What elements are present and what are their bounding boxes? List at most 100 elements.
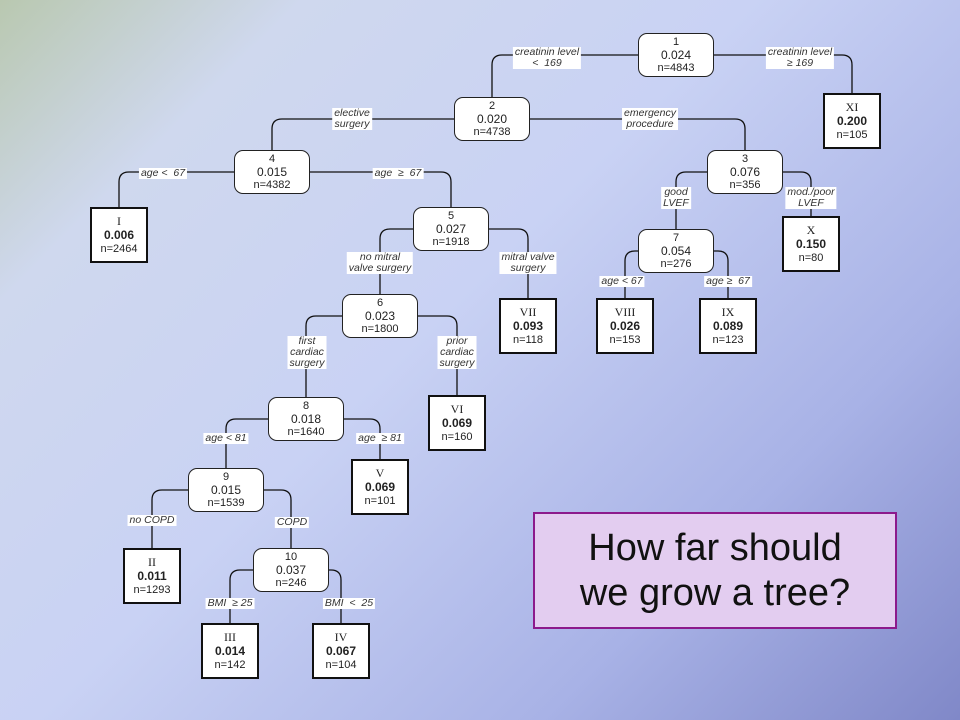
tree-node-3: 3 0.076 n=356 [707, 150, 783, 194]
leaf-count: n=2464 [100, 243, 138, 255]
tree-edge [783, 171, 812, 216]
leaf-count: n=1293 [133, 584, 171, 596]
tree-node-9: 9 0.015 n=1539 [188, 468, 264, 512]
node-count: n=1640 [287, 425, 325, 438]
tree-edge [118, 171, 234, 207]
leaf-roman: VI [450, 402, 464, 416]
tree-node-7: 7 0.054 n=276 [638, 229, 714, 273]
tree-node-2: 2 0.020 n=4738 [454, 97, 530, 141]
leaf-count: n=118 [512, 334, 544, 346]
node-id: 3 [741, 152, 749, 165]
node-id: 1 [672, 35, 680, 48]
leaf-count: n=105 [836, 129, 868, 141]
leaf-roman: III [224, 630, 236, 644]
node-value: 0.076 [729, 164, 761, 179]
node-id: 10 [284, 550, 298, 563]
tree-node-4: 4 0.015 n=4382 [234, 150, 310, 194]
tree-edge [489, 228, 529, 298]
leaf-III: III 0.014 n=142 [201, 623, 259, 679]
split-label-poor-lvef: mod./poor LVEF [785, 186, 837, 209]
node-value: 0.020 [476, 111, 508, 126]
tree-edge [305, 315, 342, 397]
leaf-roman: I [117, 214, 121, 228]
node-count: n=356 [729, 178, 761, 191]
node-count: n=276 [660, 257, 692, 270]
tree-edge [344, 418, 381, 459]
tree-node-1: 1 0.024 n=4843 [638, 33, 714, 77]
node-count: n=4382 [253, 178, 291, 191]
leaf-roman: VII [519, 305, 537, 319]
tree-edge [229, 569, 253, 623]
tree-edge [310, 171, 452, 207]
tree-node-5: 5 0.027 n=1918 [413, 207, 489, 251]
node-value: 0.054 [660, 243, 692, 258]
leaf-roman: IV [334, 630, 348, 644]
node-id: 9 [222, 470, 230, 483]
leaf-value: 0.089 [712, 319, 744, 333]
split-label-copd: COPD [274, 516, 310, 528]
node-id: 7 [672, 231, 680, 244]
tree-edge [491, 54, 638, 97]
tree-edge [530, 118, 746, 150]
tree-edge [418, 315, 458, 395]
node-id: 4 [268, 152, 276, 165]
split-label-age-over-67-b: age ≥ 67 [704, 275, 752, 287]
leaf-value: 0.150 [795, 237, 827, 251]
leaf-value: 0.069 [441, 416, 473, 430]
leaf-value: 0.014 [214, 644, 246, 658]
leaf-count: n=104 [325, 659, 357, 671]
split-label-mitral: mitral valve surgery [499, 251, 557, 274]
tree-edge [151, 489, 188, 548]
leaf-count: n=142 [214, 659, 246, 671]
leaf-count: n=153 [609, 334, 641, 346]
split-label-first-cardiac: first cardiac surgery [287, 335, 327, 369]
leaf-count: n=160 [441, 431, 473, 443]
node-count: n=1800 [361, 322, 399, 335]
leaf-value: 0.069 [364, 480, 396, 494]
split-label-age-under-67-b: age < 67 [599, 275, 645, 287]
node-id: 2 [488, 99, 496, 112]
leaf-value: 0.026 [609, 319, 641, 333]
split-label-good-lvef: good LVEF [661, 186, 691, 209]
leaf-value: 0.200 [836, 114, 868, 128]
node-count: n=4843 [657, 61, 695, 74]
tree-edge [264, 489, 292, 548]
split-label-no-copd: no COPD [127, 514, 177, 526]
split-label-age-over-67: age ≥ 67 [372, 167, 424, 179]
leaf-count: n=101 [364, 495, 396, 507]
leaf-roman: X [806, 223, 816, 237]
split-label-emergency: emergency procedure [622, 107, 678, 130]
node-value: 0.027 [435, 221, 467, 236]
leaf-X: X 0.150 n=80 [782, 216, 840, 272]
node-value: 0.037 [275, 562, 307, 577]
leaf-roman: V [375, 466, 385, 480]
tree-edge [225, 418, 268, 468]
leaf-roman: XI [845, 100, 859, 114]
leaf-IV: IV 0.067 n=104 [312, 623, 370, 679]
leaf-VIII: VIII 0.026 n=153 [596, 298, 654, 354]
node-id: 6 [376, 296, 384, 309]
leaf-roman: II [148, 555, 156, 569]
leaf-count: n=123 [712, 334, 744, 346]
question-callout: How far should we grow a tree? [533, 512, 897, 629]
tree-edge [675, 171, 707, 229]
leaf-value: 0.006 [103, 228, 135, 242]
split-label-age-under-67: age < 67 [138, 167, 188, 179]
split-label-age-over-81: age ≥ 81 [356, 432, 404, 444]
split-label-no-mitral: no mitral valve surgery [346, 251, 414, 274]
node-count: n=246 [275, 576, 307, 589]
leaf-XI: XI 0.200 n=105 [823, 93, 881, 149]
leaf-roman: IX [721, 305, 735, 319]
tree-edge [271, 118, 454, 150]
node-id: 5 [447, 209, 455, 222]
leaf-count: n=80 [798, 252, 824, 264]
leaf-II: II 0.011 n=1293 [123, 548, 181, 604]
split-label-elective: elective surgery [332, 107, 372, 130]
node-count: n=4738 [473, 125, 511, 138]
node-count: n=1918 [432, 235, 470, 248]
leaf-V: V 0.069 n=101 [351, 459, 409, 515]
tree-node-10: 10 0.037 n=246 [253, 548, 329, 592]
tree-edge [714, 54, 853, 93]
split-label-creatinin-high: creatinin level ≥ 169 [765, 46, 835, 69]
